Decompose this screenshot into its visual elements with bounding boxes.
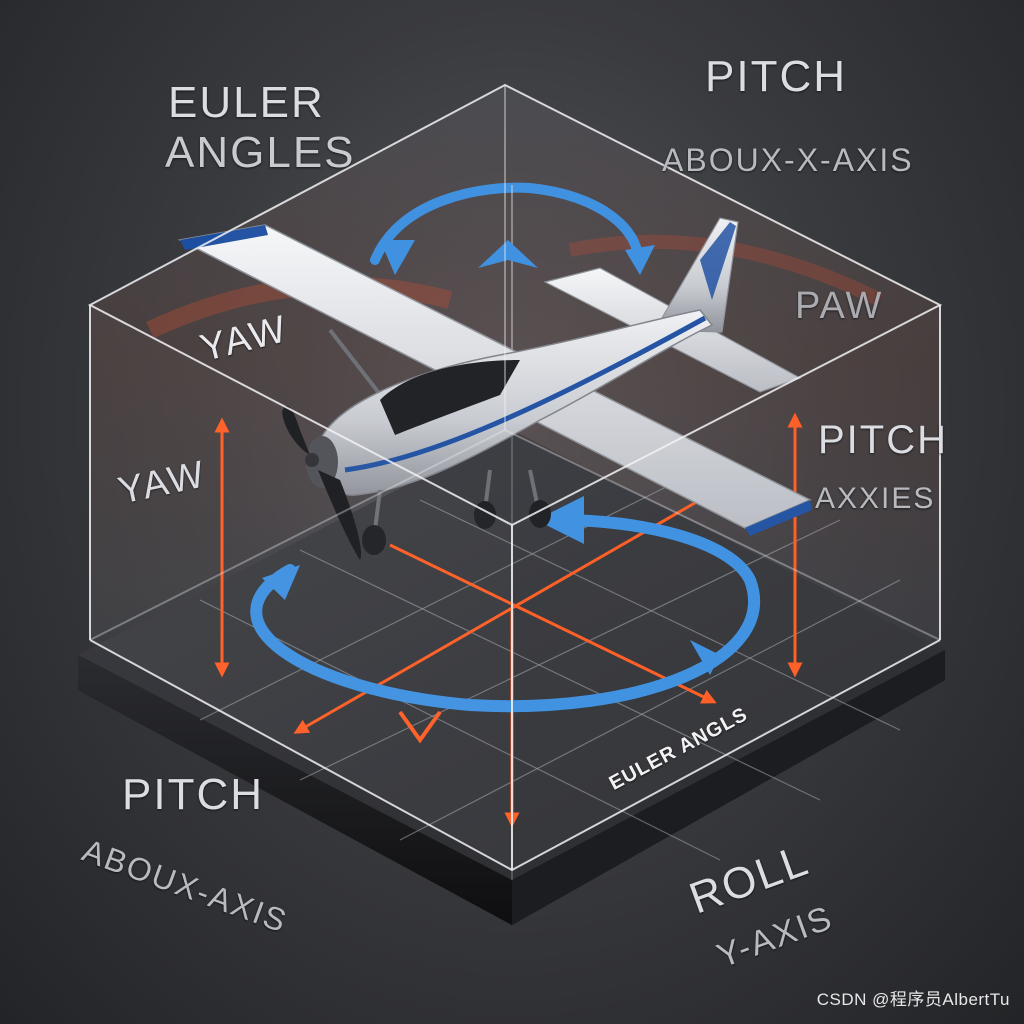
title-euler: EULER [168,78,325,127]
top-right-pitch: PITCH [705,52,847,101]
top-right-axis: ABOUX-X-AXIS [662,142,914,178]
title-angles: ANGLES [165,128,356,177]
pitch-rotation-arrow-icon [370,182,655,430]
propeller-icon [282,405,362,560]
right-back-paw: PAW [795,285,884,327]
right-pitch-label: PITCH [818,418,948,462]
glass-side-tint [90,305,940,870]
yaw-rotation-arrow-icon [250,496,761,713]
right-pitch-axes: AXXIES [815,482,936,515]
vertical-axis-arrows [214,412,803,678]
glass-box-front [87,83,943,872]
bottom-left-pitch: PITCH [122,770,264,819]
watermark: CSDN @程序员AlbertTu [816,990,1010,1009]
